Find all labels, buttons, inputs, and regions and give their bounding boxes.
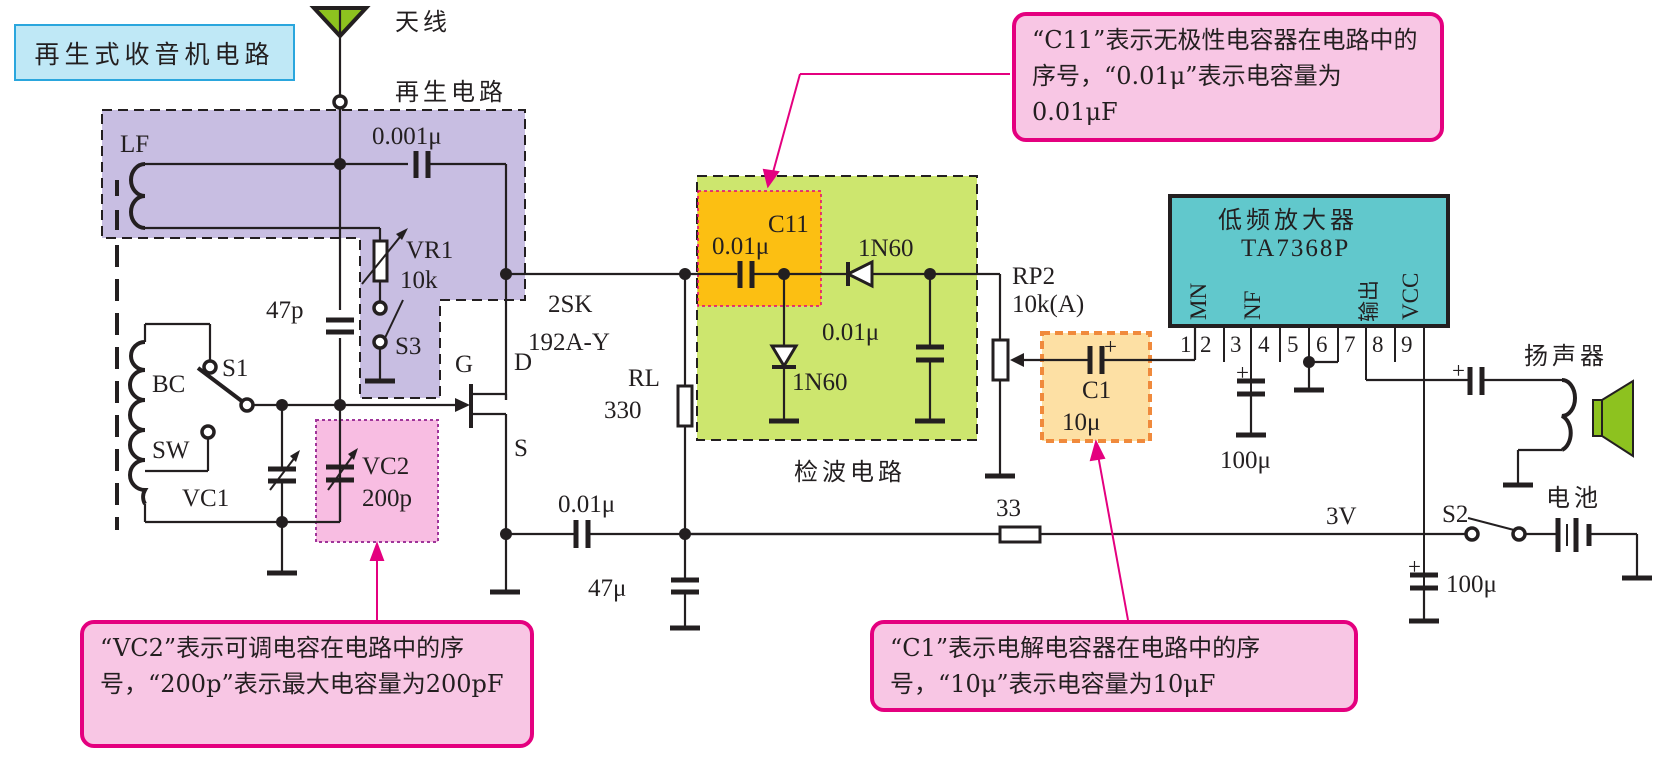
c1-label: C1 [1082,377,1111,404]
callout-vc2: “VC2”表示可调电容在电路中的序号，“200p”表示最大电容量为200pF [80,620,534,748]
antenna-label: 天线 [395,8,451,36]
speaker-icon [1592,379,1634,458]
amplifier-model: TA7368P [1241,235,1350,262]
pin-7: 7 [1344,332,1356,357]
vc2-value: 200p [362,485,412,512]
pin-3: 3 [1230,332,1242,357]
pin-label-nf: NF [1240,291,1265,320]
capacitor-47p [326,317,354,335]
antenna-icon [309,6,371,39]
bc-label: BC [152,371,185,398]
c1-value: 10μ [1062,409,1100,436]
supply-label: 3V [1326,503,1357,530]
speaker-label: 扬声器 [1524,342,1608,370]
resistor-33 [998,525,1042,544]
variable-capacitor-vc1 [268,450,300,491]
drain-label: D [514,349,532,376]
vc1-label: VC1 [182,485,229,512]
out-cap-plus: + [1452,358,1465,383]
ferrite-coil-lf [115,162,146,230]
rl-value: 330 [604,397,642,424]
lf-label: LF [120,131,149,158]
vcc-cap-plus: + [1408,554,1421,579]
rp2-label: RP2 [1012,263,1055,290]
c-source-label: 0.01μ [558,491,615,518]
c47p-label: 47p [266,297,304,324]
potentiometer-rp2 [991,338,1010,382]
s1-label: S1 [222,355,248,382]
vr1-value: 10k [400,267,438,294]
pin-2: 2 [1200,332,1212,357]
c11-label: C11 [768,211,809,238]
resistor-rl [676,384,694,428]
sw-label: SW [152,437,190,464]
callout-c11: “C11”表示无极性电容器在电路中的序号，“0.01μ”表示电容量为0.01μF [1012,12,1444,142]
pin-label-mn: MN [1186,283,1211,320]
s3-label: S3 [395,333,421,360]
detector-region-label: 检波电路 [794,458,906,486]
rl-label: RL [628,365,660,392]
battery-icon [1555,518,1592,552]
fet-model-line1: 2SK [548,291,592,318]
tuning-coil [128,340,149,505]
antenna-terminal [332,94,348,110]
pin-8: 8 [1372,332,1384,357]
switch-s3 [372,299,404,350]
c1-highlight [1040,331,1152,443]
gate-label: G [455,351,473,378]
pin-1: 1 [1180,332,1192,357]
capacitor-47u [671,577,699,595]
c47u-label: 47μ [588,575,626,602]
fet-model-line2: 192A-Y [528,329,610,356]
pin-6: 6 [1316,332,1328,357]
pin-4: 4 [1258,332,1270,357]
pin-numbers: 1 2 3 4 5 6 7 8 9 [1180,332,1413,357]
callout-c1: “C1”表示电解电容器在电路中的序号，“10μ”表示电容量为10μF [870,620,1358,712]
r33-label: 33 [996,495,1021,522]
pin-5: 5 [1287,332,1299,357]
regen-region-label: 再生电路 [395,78,507,106]
output-capacitor [1467,367,1485,395]
diode1-label: 1N60 [858,235,914,262]
pin-label-output: 输出 [1357,280,1381,322]
source-label: S [514,435,528,462]
c11-highlight [697,190,822,307]
c11-value: 0.01μ [712,233,769,260]
c100u-vcc-label: 100μ [1446,571,1497,598]
vc2-label: VC2 [362,453,409,480]
rp2-value: 10k(A) [1012,291,1084,318]
vr1-label: VR1 [406,237,453,264]
diagram-title: 再生式收音机电路 [14,24,295,81]
amplifier-chip [1168,194,1450,328]
c100u-nf-label: 100μ [1220,447,1271,474]
fet-2sk192a [469,384,506,428]
capacitor-source-001u [573,520,591,548]
amplifier-name: 低频放大器 [1218,206,1358,234]
diode2-label: 1N60 [792,369,848,396]
pin-label-vcc: VCC [1398,273,1423,320]
c-det-label: 0.01μ [822,319,879,346]
s2-label: S2 [1442,501,1468,528]
power-switch-s2 [1464,517,1527,542]
c1-plus-sign: + [1104,334,1117,359]
pin-9: 9 [1401,332,1413,357]
callout-leaders [369,73,1129,621]
nf-cap-plus: + [1236,360,1249,385]
battery-label: 电池 [1546,484,1602,512]
c0001-label: 0.001μ [372,123,442,150]
regen-circuit-region [101,109,526,399]
